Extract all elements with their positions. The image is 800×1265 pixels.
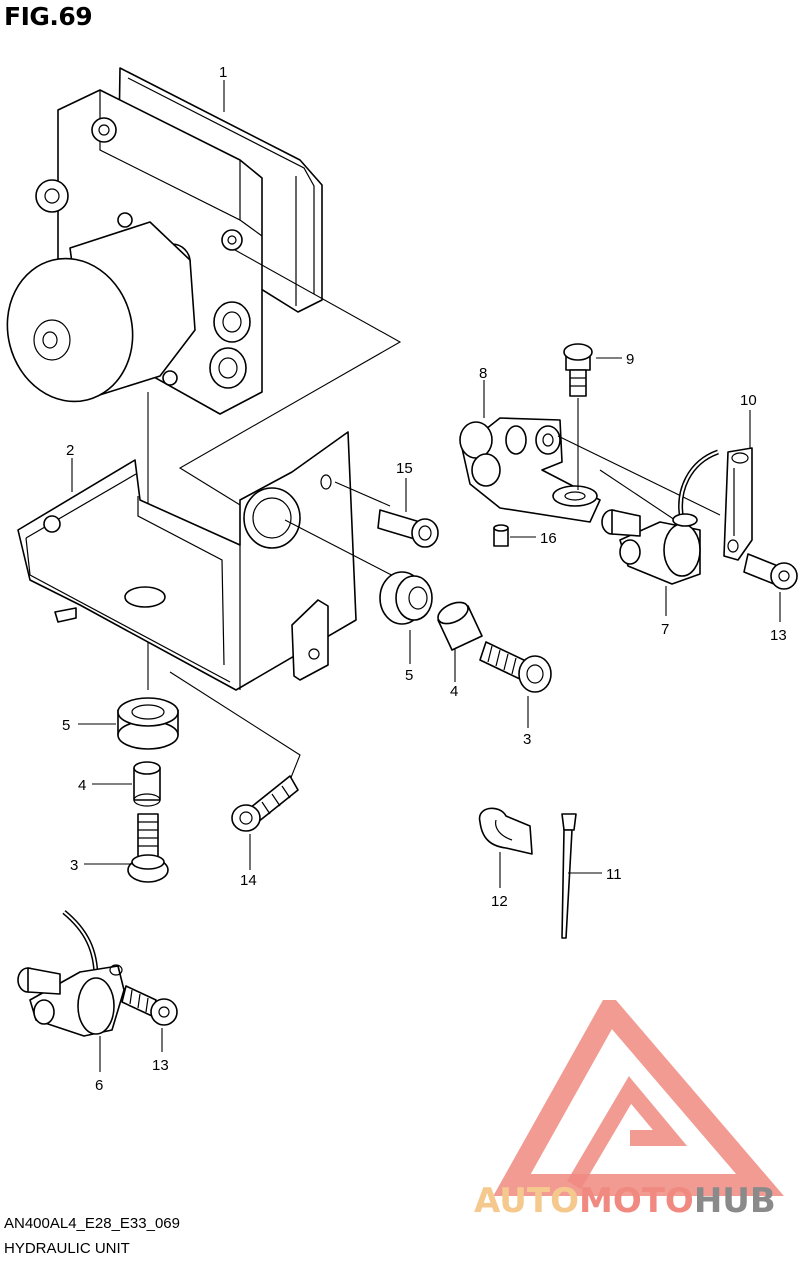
logo-text-auto: AUTO: [474, 1181, 579, 1220]
callout-2: 2: [66, 442, 74, 459]
callout-10: 10: [740, 392, 757, 409]
svg-text:AUTOMOTOHUB: AUTOMOTOHUB: [474, 1181, 776, 1220]
callout-16: 16: [540, 530, 557, 547]
clip-12-part: [478, 807, 533, 855]
bolt-9-part: [563, 343, 593, 397]
callout-11: 11: [606, 866, 622, 883]
callout-4-left: 4: [78, 777, 86, 794]
collar-4-right-part: [437, 601, 483, 651]
speed-sensor-6-part: [17, 910, 125, 1037]
callout-9: 9: [626, 351, 634, 368]
callout-12: 12: [491, 893, 508, 910]
hydraulic-unit-part: [6, 67, 323, 415]
logo-triangle-icon: AUTOMOTOHUB: [474, 990, 784, 1221]
sensor-bracket-8-part: [459, 417, 601, 523]
logo-text-moto: MOTO: [579, 1181, 694, 1220]
callout-1: 1: [219, 64, 227, 81]
bolt-13-left-part: [121, 985, 178, 1026]
grommet-5-right-part: [379, 571, 433, 625]
grommet-5-left-part: [117, 697, 179, 750]
callout-15: 15: [396, 460, 413, 477]
bolt-15-part: [377, 509, 439, 548]
callout-7: 7: [661, 621, 669, 638]
callout-4-right: 4: [450, 683, 458, 700]
cable-tie-11-part: [561, 813, 577, 939]
bolt-3-right-part: [479, 641, 552, 693]
figure-code: AN400AL4_E28_E33_069: [4, 1215, 180, 1232]
callout-13-right: 13: [770, 627, 787, 644]
bolt-14-part: [231, 775, 299, 832]
callout-3-right: 3: [523, 731, 531, 748]
watermark-logo: AUTOMOTOHUB: [470, 990, 800, 1225]
clamp-10-part: [723, 447, 753, 561]
speed-sensor-7-part: [601, 449, 719, 585]
figure-number: FIG.69: [4, 2, 93, 31]
bolt-13-right-part: [743, 553, 798, 590]
bolt-3-left-part: [127, 813, 169, 883]
pin-16-part: [493, 524, 509, 547]
callout-14: 14: [240, 872, 257, 889]
callout-8: 8: [479, 365, 487, 382]
figure-caption: HYDRAULIC UNIT: [4, 1240, 130, 1257]
callout-6: 6: [95, 1077, 103, 1094]
bracket-part: [17, 431, 357, 691]
callout-5-right: 5: [405, 667, 413, 684]
collar-4-left-part: [133, 761, 161, 807]
logo-text-hub: HUB: [694, 1181, 776, 1220]
callout-5-left: 5: [62, 717, 70, 734]
callout-3-left: 3: [70, 857, 78, 874]
callout-13-left: 13: [152, 1057, 169, 1074]
